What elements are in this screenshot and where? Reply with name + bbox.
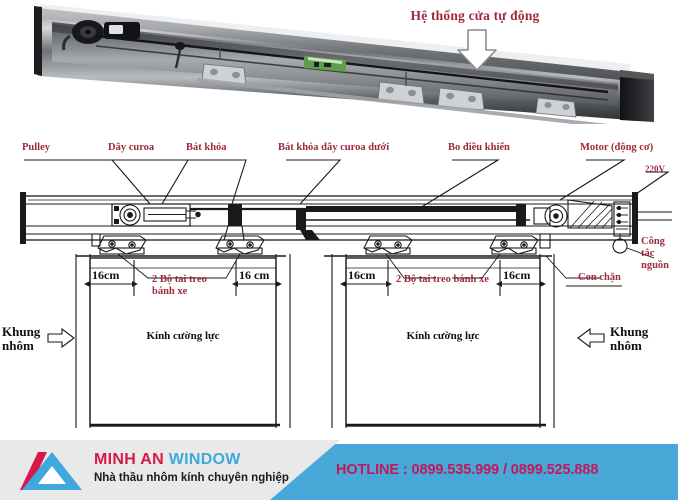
label-belt: Dây curoa bbox=[108, 142, 155, 153]
photo-caption: Hệ thống cửa tự động bbox=[410, 8, 540, 23]
technical-diagram: Pulley Dây curoa Bát khóa Bát khóa dây c… bbox=[0, 128, 678, 440]
brand-name-first: MINH AN bbox=[94, 451, 164, 468]
dimension-label-2: 16 cm bbox=[239, 268, 270, 282]
label-frame-left-line2: nhôm bbox=[2, 338, 34, 353]
automatic-door-track-photo bbox=[34, 4, 654, 124]
label-glass-left: Kính cường lực bbox=[146, 330, 220, 342]
brand-name: MINH AN WINDOW bbox=[94, 451, 289, 469]
label-stopper: Con chặn bbox=[578, 272, 621, 283]
label-frame-left-line1: Khung bbox=[2, 324, 41, 339]
label-power-switch-line2: tắc bbox=[641, 248, 655, 259]
label-frame-right-line2: nhôm bbox=[610, 338, 642, 353]
label-motor: Motor (động cơ) bbox=[580, 142, 654, 153]
label-power-switch-line1: Công bbox=[641, 236, 665, 247]
label-pulley: Pulley bbox=[22, 142, 50, 153]
label-power-switch-line3: nguồn bbox=[641, 260, 670, 271]
footer-banner: MINH AN WINDOW Nhà thầu nhôm kính chuyên… bbox=[0, 440, 678, 500]
brand-tagline: Nhà thầu nhôm kính chuyên nghiệp bbox=[94, 472, 289, 484]
dimension-label-1: 16cm bbox=[92, 268, 120, 282]
label-glass-right: Kính cường lực bbox=[406, 330, 480, 342]
label-voltage: 220V bbox=[645, 164, 665, 174]
label-controller: Bo điều khiển bbox=[448, 142, 510, 153]
label-roller-set-right: 2 Bộ tai treo bánh xe bbox=[396, 274, 489, 285]
minh-an-triangle-logo bbox=[20, 452, 82, 490]
brand-block: MINH AN WINDOW Nhà thầu nhôm kính chuyên… bbox=[94, 451, 289, 485]
diagram-svg bbox=[20, 159, 672, 428]
down-arrow-icon bbox=[457, 29, 497, 71]
dimension-label-3: 16cm bbox=[348, 268, 376, 282]
label-roller-set-left-line2: bánh xe bbox=[152, 286, 188, 297]
dimension-label-4: 16cm bbox=[503, 268, 531, 282]
label-roller-set-left-line1: 2 Bộ tai treo bbox=[152, 274, 207, 285]
footer-gray-wedge bbox=[0, 440, 340, 500]
product-photo-section: Hệ thống cửa tự động bbox=[0, 0, 678, 128]
label-frame-right-line1: Khung bbox=[610, 324, 649, 339]
label-belt-clamp-lower: Bát khóa dây curoa dưới bbox=[278, 142, 390, 153]
label-belt-clamp: Bát khóa bbox=[186, 142, 227, 153]
hotline-text: HOTLINE : 0899.535.999 / 0899.525.888 bbox=[336, 462, 599, 478]
brand-name-second: WINDOW bbox=[168, 451, 241, 468]
